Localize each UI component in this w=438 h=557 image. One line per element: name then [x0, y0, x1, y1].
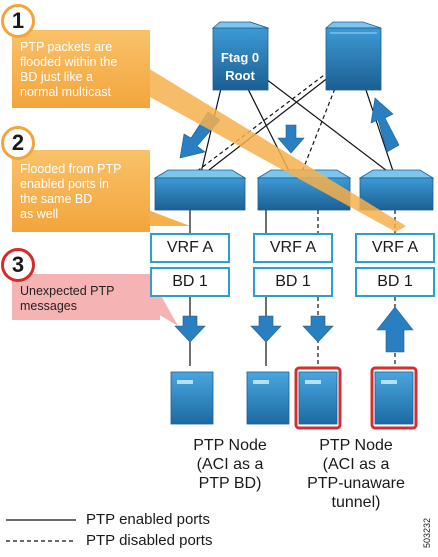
link-spine1-leaf3 [244, 62, 396, 178]
callout-badge-3: 3 [1, 248, 35, 282]
dashed-link-spine2-leaf1 [187, 62, 341, 179]
callout-2-line: Flooded from PTP [20, 162, 122, 176]
callout-1-line: BD just like a [20, 70, 93, 84]
leaf-2-bd-box: BD 1 [253, 267, 333, 297]
node-group-1-caption-line: PTP Node [193, 437, 267, 454]
node-group-2-caption: PTP Node (ACI as a PTP-unaware tunnel) [292, 436, 420, 512]
flow-arrow-to-node1 [174, 315, 206, 343]
ptp-node-2 [246, 371, 290, 425]
callout-1-line: normal multicast [20, 85, 111, 99]
flow-arrow-to-leaf2 [277, 124, 305, 154]
callout-1-line: flooded within the [20, 55, 118, 69]
callout-3-line: messages [20, 299, 77, 313]
node-group-2-caption-line: PTP Node [319, 437, 393, 454]
flow-arrow-to-node3 [302, 315, 334, 343]
flow-arrow-to-node2 [250, 315, 282, 343]
callout-badge-2: 2 [1, 126, 35, 160]
callout-badge-1: 1 [1, 4, 35, 38]
leaf-1-vrf-box: VRF A [150, 233, 230, 263]
callout-1-line: PTP packets are [20, 40, 113, 54]
callout-1-pointer [148, 68, 406, 232]
ptp-node-3-highlighted [294, 366, 342, 430]
node-group-1-caption-line: PTP BD) [198, 475, 262, 492]
ptp-node-1 [170, 371, 214, 425]
callout-2-line: enabled ports in [20, 177, 109, 191]
spine-label-line1: Ftag 0 [221, 50, 259, 65]
callout-2-line: the same BD [20, 192, 93, 206]
legend-dashed-label: PTP disabled ports [86, 532, 213, 549]
spine-label-line2: Root [225, 68, 255, 83]
callout-1-text: PTP packets are flooded within the BD ju… [20, 40, 117, 100]
callout-3-text: Unexpected PTP messages [20, 284, 115, 314]
callout-2-pointer [148, 210, 190, 226]
node-group-2-caption-line: (ACI as a [322, 456, 390, 473]
node-group-1-caption-line: (ACI as a [196, 456, 264, 473]
callout-3-pointer [158, 290, 178, 326]
spine-switch-root: Ftag 0 Root [211, 21, 270, 91]
callout-2-text: Flooded from PTP enabled ports in the sa… [20, 162, 121, 222]
leaf-2-vrf-box: VRF A [253, 233, 333, 263]
callout-2-line: as well [20, 207, 59, 221]
callout-1-box [12, 30, 150, 108]
spine-switch-2 [324, 21, 382, 91]
node-group-2-caption-line: tunnel) [331, 494, 381, 511]
leaf-switch-3 [358, 169, 435, 211]
link-spine2-leaf1 [199, 62, 348, 178]
leaf-3-vrf-box: VRF A [355, 233, 435, 263]
callout-2-box [12, 150, 150, 232]
leaf-switch-1 [153, 169, 247, 211]
legend-solid-label: PTP enabled ports [86, 511, 210, 528]
figure-id: 503232 [422, 517, 432, 548]
dashed-links [187, 62, 396, 366]
callout-3-box [12, 274, 160, 320]
node-group-1-caption: PTP Node (ACI as a PTP BD) [170, 436, 290, 493]
callout-3-line: Unexpected PTP [20, 284, 115, 298]
ptp-node-4-highlighted [370, 366, 418, 430]
flow-arrow-up-from-node4 [376, 306, 414, 353]
flow-arrow-from-leaf3 [370, 97, 400, 153]
leaf-1-bd-box: BD 1 [150, 267, 230, 297]
node-group-2-caption-line: PTP-unaware [307, 475, 405, 492]
leaf-3-bd-box: BD 1 [355, 267, 435, 297]
